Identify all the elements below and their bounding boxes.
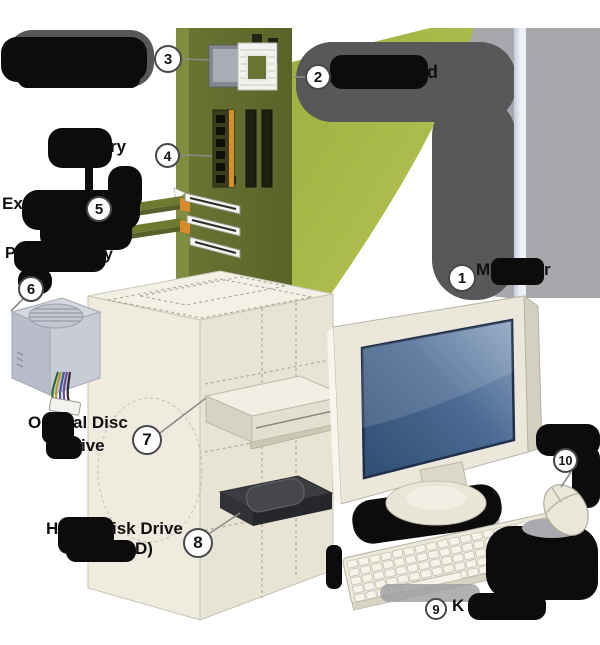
ram-modules (212, 109, 273, 188)
label-hdd-fragment-mid: isk Drive (112, 519, 183, 538)
label-optical-fragment-start: O (28, 413, 42, 432)
callout-marker-1: 1 (448, 264, 476, 292)
label-memory-fragment-end: ry (110, 137, 127, 156)
callout-marker-8: 8 (183, 528, 213, 558)
label-monitor-fragment-start: M (476, 260, 491, 279)
label-power-supply-fragment-end: y (104, 246, 113, 263)
label-expansion-fragment-start: Ex (2, 194, 23, 213)
callout-marker-3: 3 (154, 45, 182, 73)
expansion-cards (116, 187, 241, 259)
label-hdd-fragment-line2: D) (135, 539, 153, 558)
callout-marker-4: 4 (155, 143, 180, 168)
keyboard-shadow (380, 584, 480, 602)
hard-disk-drive (218, 475, 334, 526)
callout-marker-9: 9 (425, 598, 447, 620)
redaction-streak-left-of-keyboard (326, 545, 342, 589)
redaction-blob-motherboard-core (330, 55, 428, 89)
redaction-blob-bottom-right-lobe (520, 560, 598, 600)
optical-disc-drive (204, 375, 350, 450)
label-power-supply-fragment-start: P (5, 245, 16, 262)
redaction-blob-right-edge (572, 446, 600, 508)
label-monitor-fragment-end: r (544, 260, 551, 279)
callout-marker-6: 6 (18, 276, 44, 302)
label-hdd-fragment-start: H (46, 519, 59, 538)
callout-marker-7: 7 (132, 425, 162, 455)
label-keyboard-fragment-start: K (452, 596, 465, 615)
label-motherboard-fragment-end: d (427, 62, 438, 82)
mouse (543, 484, 589, 536)
callout-marker-5: 5 (86, 196, 112, 222)
redaction-blob-right-column (432, 96, 516, 300)
highlight-stripe-2 (521, 28, 526, 298)
power-supply (10, 297, 102, 424)
tower-case (87, 270, 334, 621)
label-redactions (1, 30, 546, 620)
highlight-stripe (514, 28, 521, 298)
monitor-stand (385, 461, 487, 526)
cpu-socket (208, 42, 278, 91)
callout-marker-10: 10 (553, 448, 578, 473)
monitor (327, 295, 543, 505)
label-optical-fragment-mid: al Disc (73, 413, 128, 432)
label-optical-fragment-line2: ive (81, 436, 105, 455)
callout-marker-2: 2 (305, 64, 331, 90)
